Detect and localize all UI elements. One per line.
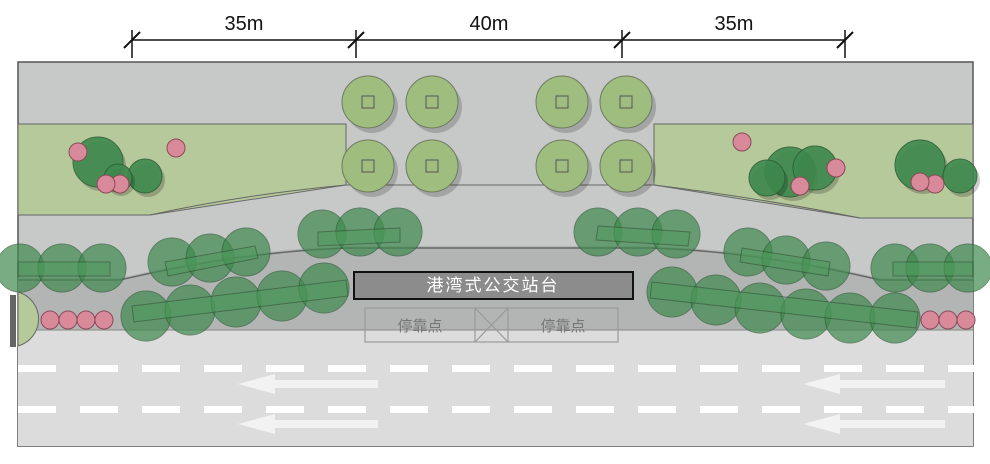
flower-icon [938, 310, 958, 330]
left-arrow-icon [238, 414, 378, 434]
lane-dash [452, 406, 490, 413]
lane-dash [948, 365, 986, 372]
flower-icon [910, 172, 930, 192]
sidewalk-trees [0, 207, 990, 344]
bus-station-platform: 港湾式公交站台 [353, 271, 634, 300]
flower-icon [76, 310, 96, 330]
lane-dash [452, 365, 490, 372]
left-arrow-icon [803, 374, 945, 394]
lane-dash [266, 365, 304, 372]
flower-icon [166, 138, 186, 158]
planter-strip [892, 261, 974, 277]
tree-icon [599, 139, 656, 197]
dim-label-middle: 40m [470, 13, 509, 35]
lane-dash [328, 406, 366, 413]
lane-dash [204, 365, 242, 372]
flower-icon [826, 158, 846, 178]
tree-icon [405, 139, 462, 197]
lane-dash [266, 406, 304, 413]
flower-icon [40, 310, 60, 330]
lane-dash [328, 365, 366, 372]
flower-icon [956, 310, 976, 330]
left-edge-marker [10, 291, 40, 347]
lane-dash [638, 406, 676, 413]
lane-dash [700, 365, 738, 372]
lane-dash [824, 406, 862, 413]
flower-shrubs [40, 132, 976, 330]
planter-strip [131, 279, 349, 323]
station-label: 港湾式公交站台 [427, 276, 560, 296]
stop-label-left: 停靠点 [397, 317, 442, 335]
flower-icon [96, 174, 116, 194]
tree-icon [127, 158, 165, 197]
lane-dash [824, 365, 862, 372]
dim-label-left: 35m [225, 13, 264, 35]
dim-label-right: 35m [715, 13, 754, 35]
tree-icon [341, 75, 398, 133]
lane-dash [886, 406, 924, 413]
dimension-line: 35m 40m 35m [123, 13, 854, 58]
lane-dash [18, 406, 56, 413]
tree-icon [405, 75, 462, 133]
planter-strip [17, 261, 111, 277]
flower-icon [732, 132, 752, 152]
lane-dash [80, 365, 118, 372]
planter-strip [317, 227, 401, 247]
planter-strip [595, 225, 691, 247]
lane-dash [700, 406, 738, 413]
lane-dash [514, 406, 552, 413]
lane-dash [390, 406, 428, 413]
lane-dash [204, 406, 242, 413]
lane-dash [18, 365, 56, 372]
plaza-trees [341, 75, 656, 197]
tree-icon [942, 158, 980, 197]
lane-dash [142, 406, 180, 413]
lane-dash [80, 406, 118, 413]
lane-dash [514, 365, 552, 372]
lane-dash [142, 365, 180, 372]
lane-dash [390, 365, 428, 372]
stop-points: 停靠点 停靠点 [364, 307, 619, 343]
flower-icon [58, 310, 78, 330]
flower-icon [920, 310, 940, 330]
lane-dash [576, 406, 614, 413]
sidewalk-edge-line [18, 184, 973, 219]
lane-dash [948, 406, 986, 413]
tree-icon [535, 75, 592, 133]
tree-icon [535, 139, 592, 197]
lane-dash [762, 365, 800, 372]
direction-arrows [238, 374, 945, 434]
left-arrow-icon [803, 414, 945, 434]
flower-icon [790, 176, 810, 196]
stop-label-right: 停靠点 [540, 317, 585, 335]
left-arrow-icon [238, 374, 378, 394]
lane-dash [762, 406, 800, 413]
flower-icon [94, 310, 114, 330]
planter-strip [649, 281, 919, 329]
tree-icon [748, 159, 788, 200]
tree-icon [341, 139, 398, 197]
planter-strip [164, 245, 259, 277]
roadway [18, 330, 973, 446]
lane-markings [18, 365, 986, 413]
lane-dash [886, 365, 924, 372]
flower-icon [68, 142, 88, 162]
tree-icon [599, 75, 656, 133]
lane-dash [576, 365, 614, 372]
planter-strip [739, 247, 831, 277]
lane-dash [638, 365, 676, 372]
